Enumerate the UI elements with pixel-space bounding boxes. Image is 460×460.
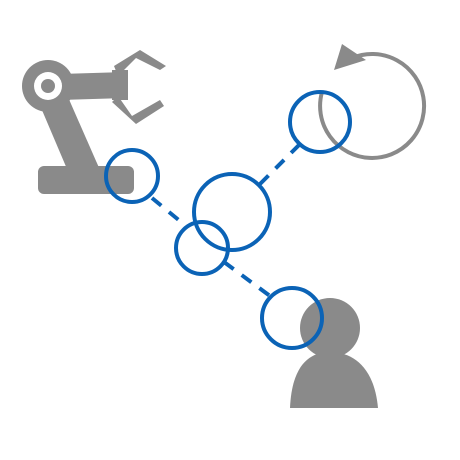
robot-upper-arm (60, 72, 126, 100)
connector-lines (150, 142, 302, 298)
node-lower (174, 220, 230, 276)
connector-robot-lower (150, 196, 188, 228)
node-cycle (288, 90, 352, 154)
node-robot (104, 148, 160, 204)
person-body (290, 352, 378, 408)
cycle-arc (318, 52, 427, 160)
connector-center-cycle (258, 142, 302, 186)
robot-gripper-lower (112, 96, 164, 124)
person-head (300, 298, 360, 358)
person-icon (290, 298, 378, 408)
node-person (260, 286, 324, 350)
node-center (192, 172, 272, 252)
connector-lower-person (222, 260, 272, 298)
cycle-arrowhead (334, 44, 366, 70)
robot-joint-center (41, 79, 55, 93)
connector-nodes (104, 90, 352, 350)
robot-arm-icon (22, 50, 166, 194)
cycle-arrow-icon (318, 44, 427, 160)
robot-wrist (112, 70, 128, 100)
